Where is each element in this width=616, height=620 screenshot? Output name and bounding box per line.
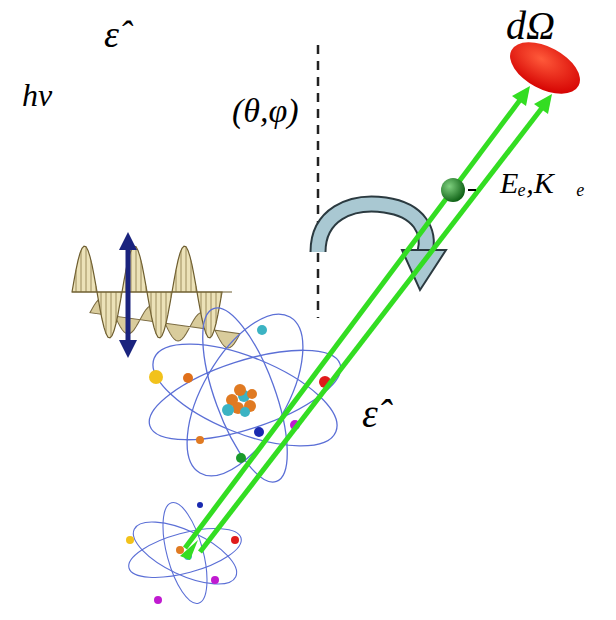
arrowhead — [534, 94, 552, 114]
wave-hatch — [171, 292, 172, 298]
wave-hatch — [211, 292, 212, 337]
wave-hatch — [196, 286, 197, 292]
electrons — [126, 502, 239, 604]
nucleus — [222, 384, 257, 417]
wave-hatch — [81, 250, 82, 292]
charge-sign — [468, 189, 476, 191]
wave-hatch — [106, 292, 107, 334]
wave-hatch — [116, 292, 117, 324]
wave-hatch — [186, 247, 187, 292]
polarization-vector: ε̂ — [104, 14, 119, 56]
wave-hatch — [121, 292, 122, 298]
arrowhead — [180, 540, 198, 560]
wave-hatch — [181, 250, 182, 292]
wave-hatch — [101, 292, 102, 314]
wave-hatch — [166, 292, 167, 324]
wave-hatch — [136, 247, 137, 292]
wave-hatch — [156, 292, 157, 334]
wave-hatch — [131, 250, 132, 292]
wave-hatch — [176, 270, 177, 292]
angle-arrow — [318, 204, 446, 290]
wave-axis — [72, 291, 232, 292]
wave-hatch — [221, 292, 222, 298]
electron — [441, 178, 465, 202]
wave-hatch — [76, 270, 77, 292]
electron-path — [185, 96, 545, 552]
photon-energy: hν — [22, 78, 52, 113]
polarization-arrow — [119, 232, 137, 358]
wave-hatch — [146, 286, 147, 292]
wave-hatch — [201, 292, 202, 314]
wave-hatch — [141, 261, 142, 293]
light-wave — [72, 246, 240, 350]
wave-hatch — [206, 292, 207, 334]
wave-hatch — [86, 247, 87, 292]
polarization-vector: ε̂ — [362, 392, 378, 436]
wave-hatch — [96, 286, 97, 292]
wave-hatch — [151, 292, 152, 314]
wave-hatch — [91, 261, 92, 293]
wave-hatch — [111, 292, 112, 337]
surface-normal — [317, 45, 320, 318]
wave-hatch — [191, 261, 192, 293]
wave-hatch — [161, 292, 162, 337]
electrons — [149, 325, 331, 463]
emission-angle: (θ,φ) — [232, 92, 299, 129]
solid-angle: dΩ — [506, 4, 555, 48]
arrowhead — [512, 86, 530, 106]
electron-energy-momentum: Eₑ,K⃗ₑ — [500, 166, 585, 199]
